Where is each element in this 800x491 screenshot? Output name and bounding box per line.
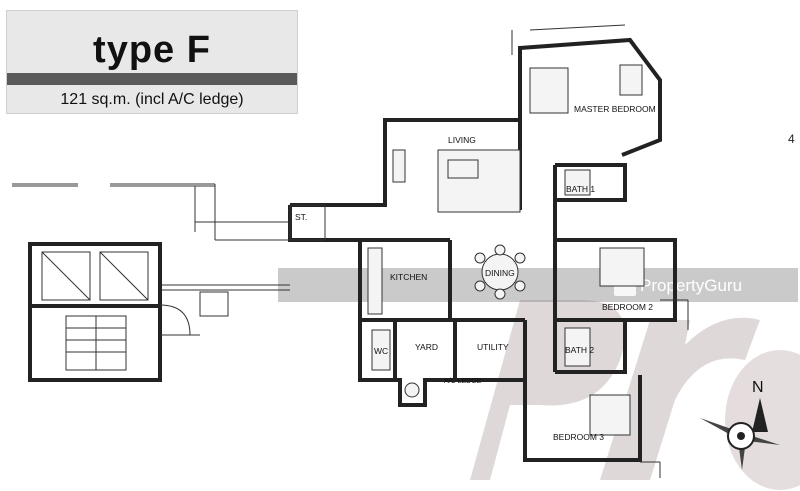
label-ac-ledge: A/C LEDGE bbox=[444, 378, 482, 385]
label-utility: UTILITY bbox=[477, 342, 509, 352]
label-bedroom3: BEDROOM 3 bbox=[553, 432, 604, 442]
label-store: ST. bbox=[295, 212, 307, 222]
watermark-band bbox=[278, 268, 798, 302]
bedroom2-bed bbox=[599, 247, 645, 287]
label-bath2: BATH 2 bbox=[565, 345, 594, 355]
plan-title: type F bbox=[93, 29, 211, 71]
compass: N bbox=[700, 379, 780, 470]
page-number: 4 bbox=[788, 132, 795, 146]
corridor bbox=[12, 183, 290, 291]
sofa-set bbox=[437, 149, 521, 213]
label-master-bedroom: MASTER BEDROOM bbox=[574, 104, 656, 114]
ac-unit bbox=[404, 382, 420, 398]
propertyguru-watermark: PropertyGuru bbox=[278, 268, 798, 302]
label-kitchen: KITCHEN bbox=[390, 272, 427, 282]
type-header: type F 121 sq.m. (incl A/C ledge) bbox=[6, 10, 298, 114]
plan-area-subtitle: 121 sq.m. (incl A/C ledge) bbox=[60, 91, 244, 108]
room-labels: MASTER BEDROOM LIVING BATH 1 ST. KITCHEN… bbox=[295, 104, 656, 442]
bath2-fixtures bbox=[564, 327, 591, 367]
brand-name: PropertyGuru bbox=[640, 276, 742, 295]
compass-north-label: N bbox=[752, 379, 764, 396]
label-living: LIVING bbox=[448, 135, 476, 145]
coffee-table bbox=[447, 159, 479, 179]
lift-core bbox=[28, 242, 229, 382]
label-bath1: BATH 1 bbox=[566, 184, 595, 194]
title-underline-bar bbox=[7, 73, 297, 85]
label-wc: WC bbox=[374, 346, 388, 356]
tv-console bbox=[392, 149, 406, 183]
bedroom3-bed bbox=[589, 394, 631, 436]
compass-needle-icon bbox=[752, 398, 768, 432]
furniture bbox=[367, 64, 645, 436]
label-bedroom2: BEDROOM 2 bbox=[602, 302, 653, 312]
label-yard: YARD bbox=[415, 342, 438, 352]
kitchen-counter bbox=[367, 247, 383, 315]
wc-fixtures bbox=[371, 329, 391, 371]
master-desk bbox=[619, 64, 643, 96]
bath1-fixtures bbox=[564, 169, 591, 196]
label-dining: DINING bbox=[485, 268, 515, 278]
master-bed bbox=[529, 67, 569, 114]
